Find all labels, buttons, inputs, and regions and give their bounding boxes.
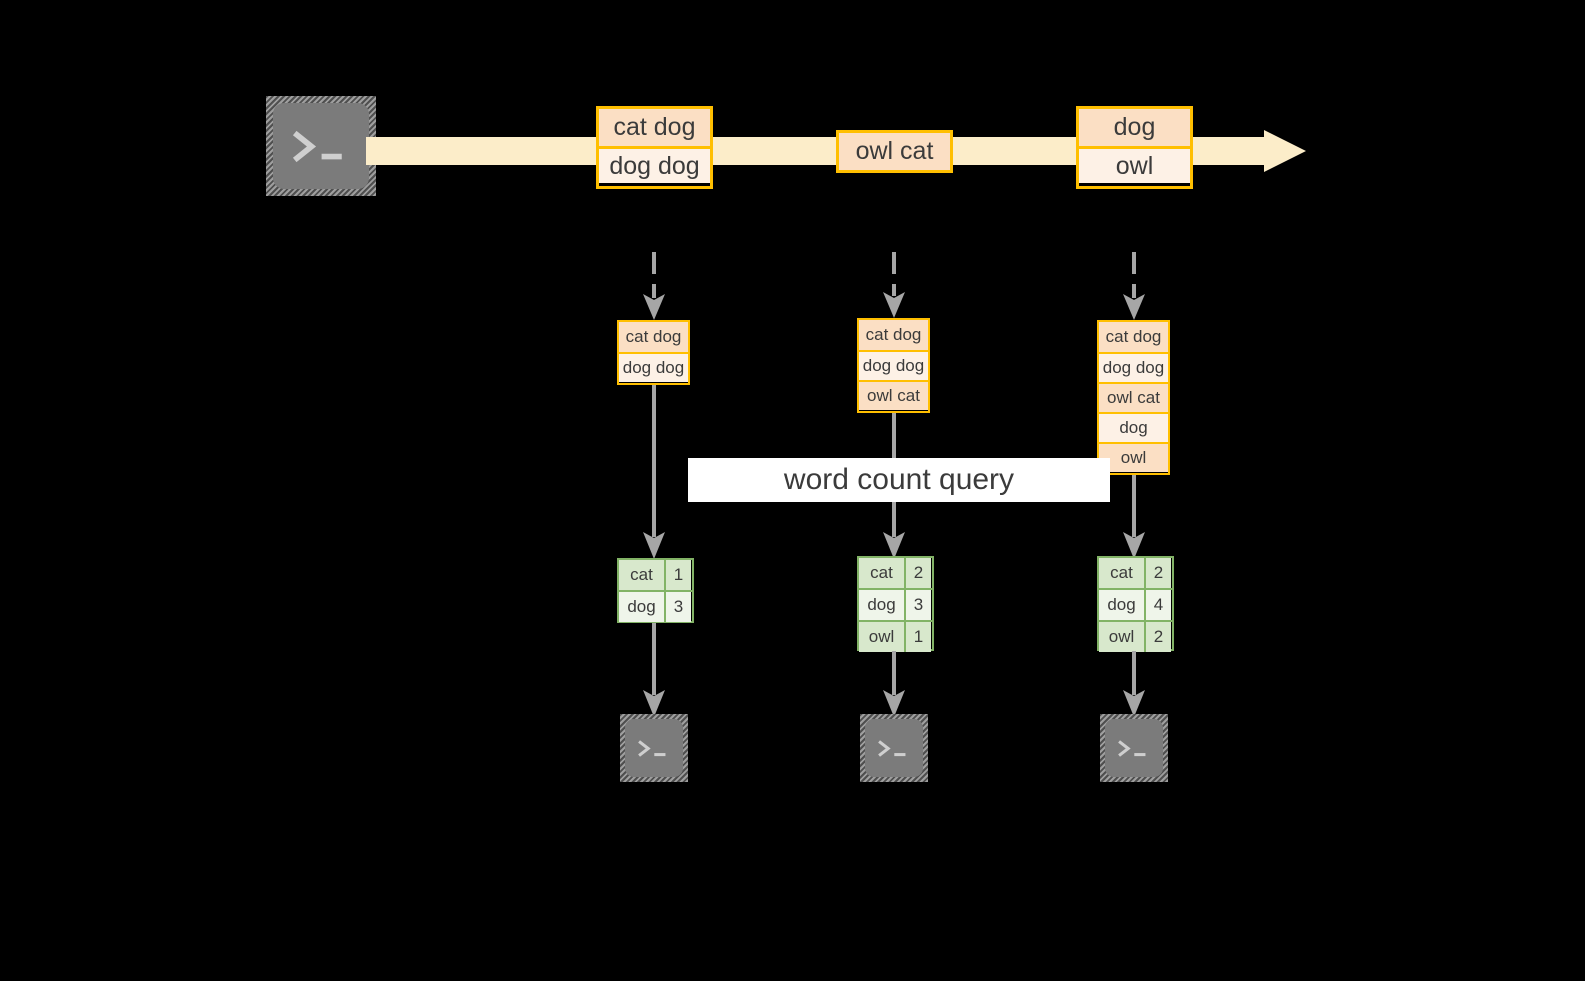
snapshot-3-query-arrow-icon <box>1123 475 1145 559</box>
snapshot-2-sink-terminal-icon <box>860 714 928 782</box>
snapshot-3-state-box: cat dog dog dog owl cat dog owl <box>1097 320 1170 475</box>
table-row: owl 1 <box>859 620 932 652</box>
snapshot-2-inbound-dashed-arrow-icon <box>883 252 905 318</box>
batch-line: dog dog <box>599 146 710 183</box>
state-line: owl cat <box>859 380 928 410</box>
table-row: owl 2 <box>1099 620 1172 652</box>
batch-line: cat dog <box>599 109 710 146</box>
snapshot-2-sink-arrow-icon <box>883 651 905 717</box>
state-line: dog dog <box>1099 352 1168 382</box>
terminal-prompt-icon <box>293 131 343 163</box>
result-count: 1 <box>904 622 931 652</box>
result-word: dog <box>859 590 904 620</box>
result-word: cat <box>859 558 904 588</box>
result-count: 3 <box>664 592 691 622</box>
stream-batch-3: dog owl <box>1076 106 1193 189</box>
terminal-face <box>865 719 923 777</box>
snapshot-1-query-arrow-icon <box>643 385 665 559</box>
table-row: dog 4 <box>1099 588 1172 620</box>
snapshot-3-inbound-dashed-arrow-icon <box>1123 252 1145 320</box>
state-line: dog dog <box>859 350 928 380</box>
query-label: word count query <box>688 458 1110 502</box>
snapshot-1-sink-terminal-icon <box>620 714 688 782</box>
result-word: cat <box>1099 558 1144 588</box>
table-row: cat 2 <box>1099 558 1172 588</box>
result-word: owl <box>1099 622 1144 652</box>
table-row: dog 3 <box>619 590 692 622</box>
state-line: owl cat <box>1099 382 1168 412</box>
result-count: 3 <box>904 590 931 620</box>
terminal-face <box>1105 719 1163 777</box>
state-line: cat dog <box>859 320 928 350</box>
batch-line: dog <box>1079 109 1190 146</box>
table-row: cat 1 <box>619 560 692 590</box>
snapshot-3-sink-arrow-icon <box>1123 651 1145 717</box>
result-word: dog <box>1099 590 1144 620</box>
table-row: dog 3 <box>859 588 932 620</box>
snapshot-3-sink-terminal-icon <box>1100 714 1168 782</box>
stream-batch-2: owl cat <box>836 130 953 173</box>
source-terminal-icon <box>266 96 376 196</box>
result-word: cat <box>619 560 664 590</box>
state-line: dog <box>1099 412 1168 442</box>
snapshot-2-result-table: cat 2 dog 3 owl 1 <box>857 556 934 652</box>
state-line: dog dog <box>619 352 688 382</box>
batch-line: owl cat <box>839 133 950 170</box>
batch-line: owl <box>1079 146 1190 183</box>
state-line: cat dog <box>1099 322 1168 352</box>
result-word: dog <box>619 592 664 622</box>
terminal-prompt-icon <box>638 740 666 757</box>
result-count: 2 <box>1144 558 1171 588</box>
snapshot-1-sink-arrow-icon <box>643 623 665 717</box>
snapshot-1-result-table: cat 1 dog 3 <box>617 558 694 623</box>
snapshot-3-result-table: cat 2 dog 4 owl 2 <box>1097 556 1174 652</box>
query-label-text: word count query <box>783 463 1015 496</box>
terminal-prompt-icon <box>878 740 906 757</box>
result-count: 4 <box>1144 590 1171 620</box>
result-count: 2 <box>904 558 931 588</box>
terminal-face <box>625 719 683 777</box>
snapshot-1-inbound-dashed-arrow-icon <box>643 252 665 320</box>
state-line: owl <box>1099 442 1168 472</box>
snapshot-1-state-box: cat dog dog dog <box>617 320 690 385</box>
table-row: cat 2 <box>859 558 932 588</box>
result-word: owl <box>859 622 904 652</box>
snapshot-2-state-box: cat dog dog dog owl cat <box>857 318 930 413</box>
terminal-face <box>273 103 369 189</box>
stream-batch-1: cat dog dog dog <box>596 106 713 189</box>
result-count: 1 <box>664 560 691 590</box>
state-line: cat dog <box>619 322 688 352</box>
terminal-prompt-icon <box>1118 740 1146 757</box>
result-count: 2 <box>1144 622 1171 652</box>
